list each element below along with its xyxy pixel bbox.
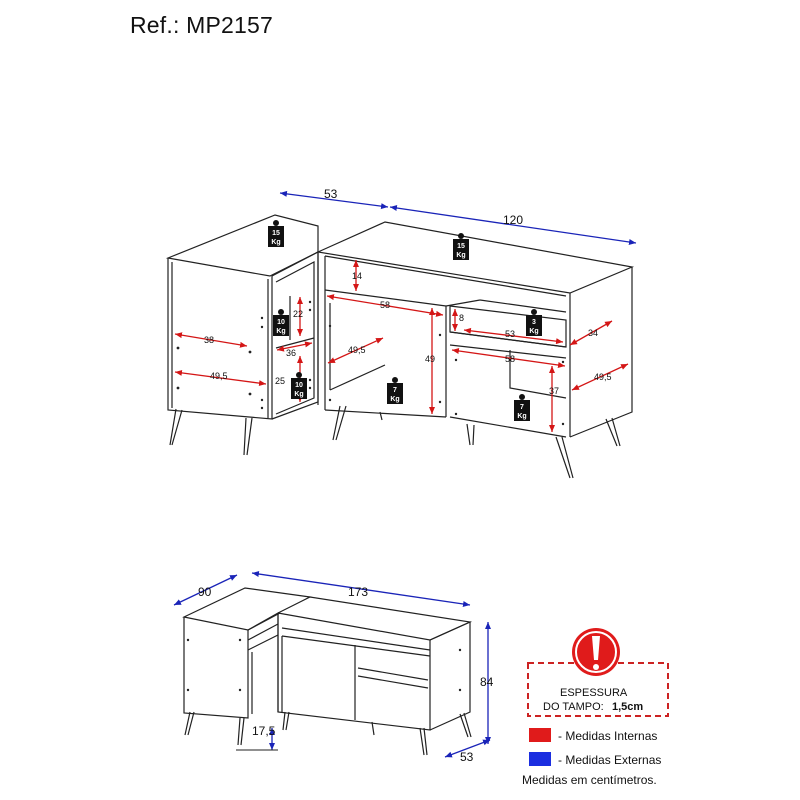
dim-int-22: 22 [293, 309, 303, 319]
dim-int-53: 53 [505, 329, 515, 339]
dim-int-58-left: 58 [380, 300, 390, 310]
weight-tag-side-bottom: 10 Kg [291, 372, 307, 399]
internal-dimensions-top [174, 260, 629, 432]
svg-text:Kg: Kg [271, 239, 280, 246]
dim-ext-84: 84 [480, 675, 494, 689]
open-furniture-drawing [165, 214, 635, 479]
svg-text:Kg: Kg [294, 391, 303, 398]
svg-text:10: 10 [277, 319, 285, 326]
hardware-dots [176, 300, 565, 426]
dim-ext-53-bottom: 53 [460, 750, 474, 764]
internal-color-swatch [529, 728, 551, 742]
svg-text:Kg: Kg [390, 396, 399, 403]
weight-tag-right-bottom: 7 Kg [514, 394, 530, 421]
dim-int-49: 49 [425, 354, 435, 364]
thickness-value: 1,5cm [612, 701, 643, 713]
dim-int-38: 38 [204, 335, 214, 345]
external-dimensions-top [279, 190, 637, 245]
dim-int-49-5-side: 49,5 [210, 371, 228, 381]
external-color-swatch [529, 752, 551, 766]
dim-int-49-5-left: 49,5 [348, 345, 366, 355]
svg-text:3: 3 [532, 319, 536, 326]
external-dimensions-bottom [173, 571, 491, 758]
dim-ext-90: 90 [198, 585, 212, 599]
svg-text:Kg: Kg [517, 413, 526, 420]
reference-title: Ref.: MP2157 [130, 12, 274, 38]
internal-label: - Medidas Internas [558, 729, 657, 743]
dim-int-49-5-right: 49,5 [594, 372, 612, 382]
dim-int-34: 34 [588, 328, 598, 338]
legend: ESPESSURA DO TAMPO: 1,5cm - Medidas Inte… [522, 628, 669, 787]
dim-int-8: 8 [459, 313, 464, 323]
weight-tag-left-bottom: 7 Kg [387, 377, 403, 404]
dim-ext-17-5: 17,5 [252, 724, 276, 738]
thickness-line1: ESPESSURA [560, 687, 628, 699]
svg-text:Kg: Kg [456, 252, 465, 259]
svg-text:7: 7 [520, 404, 524, 411]
thickness-line2: DO TAMPO: [543, 701, 604, 713]
dim-int-58-right: 58 [505, 354, 515, 364]
units-note: Medidas em centímetros. [522, 773, 657, 787]
weight-tag-side-top: 15 Kg [268, 220, 284, 247]
svg-text:7: 7 [393, 387, 397, 394]
warning-icon [572, 628, 620, 676]
dim-int-14: 14 [352, 271, 362, 281]
svg-text:15: 15 [272, 230, 280, 237]
dim-ext-53: 53 [324, 187, 338, 201]
svg-text:Kg: Kg [276, 328, 285, 335]
svg-text:15: 15 [457, 243, 465, 250]
svg-text:Kg: Kg [529, 328, 538, 335]
dim-int-37: 37 [549, 386, 559, 396]
closed-furniture-drawing [182, 587, 473, 756]
weight-tag-side-shelf: 10 Kg [273, 309, 289, 336]
svg-text:10: 10 [295, 382, 303, 389]
dim-int-25: 25 [275, 376, 285, 386]
dim-int-36: 36 [286, 348, 296, 358]
external-label: - Medidas Externas [558, 753, 661, 767]
weight-tag-drawer: 3 Kg [526, 309, 542, 336]
dim-ext-173: 173 [348, 585, 368, 599]
hardware-dots-closed [186, 638, 462, 692]
weight-tag-main-top: 15 Kg [453, 233, 469, 260]
dim-ext-120: 120 [503, 213, 523, 227]
